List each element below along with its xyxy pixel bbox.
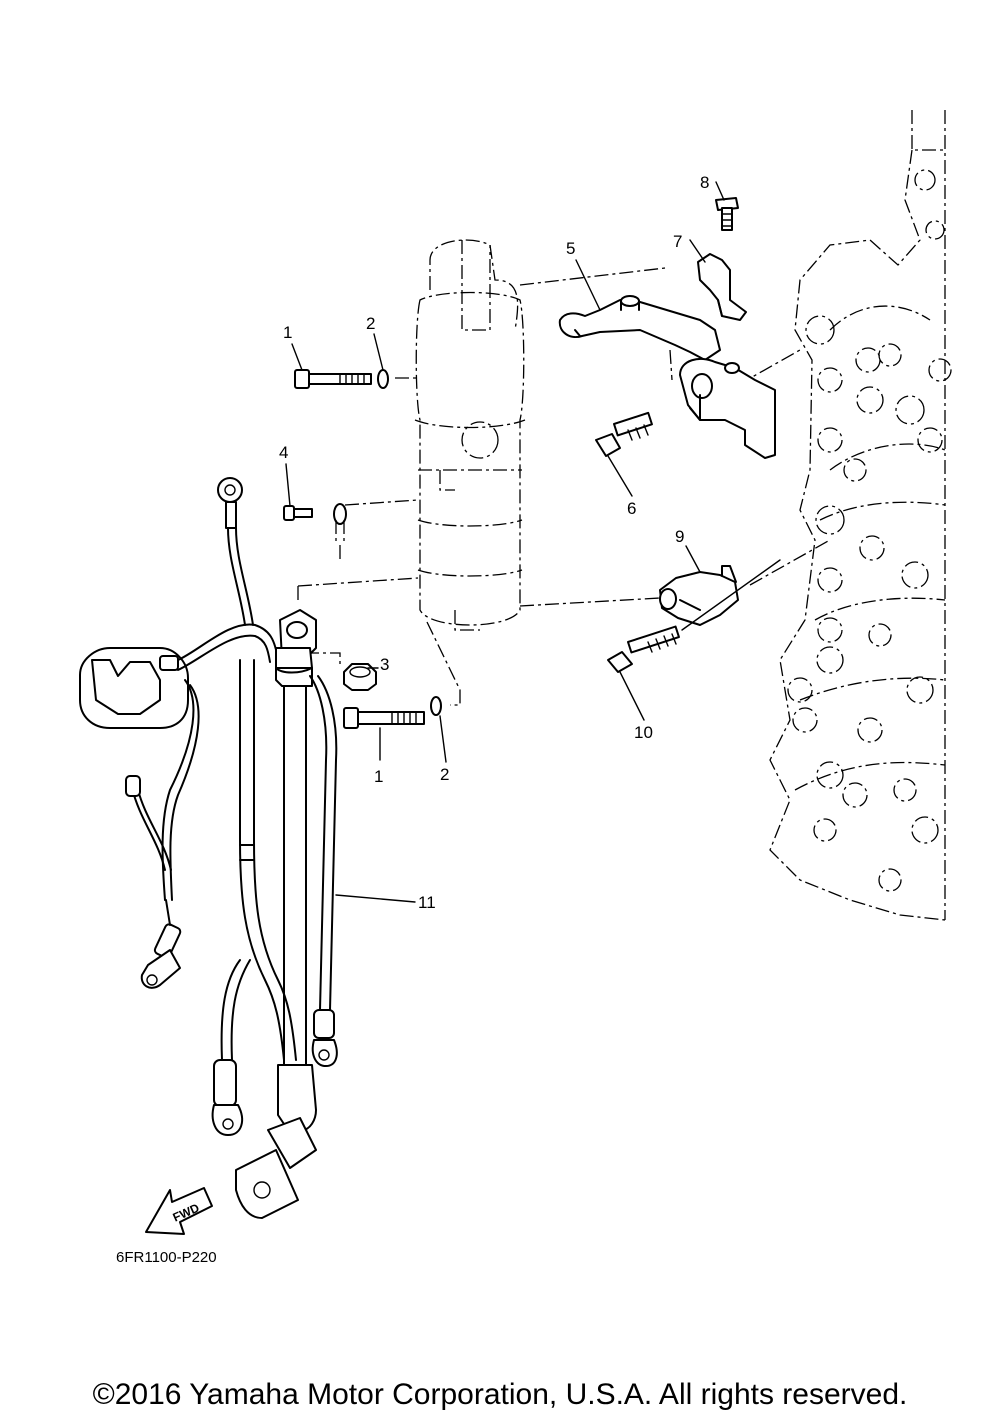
callout-9: 9 [675, 527, 684, 546]
washer-upper [377, 369, 389, 389]
clip [697, 253, 747, 321]
bracket [558, 295, 721, 381]
copyright-notice: ©2016 Yamaha Motor Corporation, U.S.A. A… [92, 1378, 908, 1411]
bolt-upper [294, 369, 372, 389]
callout-1-lower: 1 [374, 767, 383, 786]
nut [343, 663, 377, 691]
callout-leaders [285, 181, 725, 903]
callout-2-lower: 2 [440, 765, 449, 784]
holder [679, 357, 776, 459]
callout-3: 3 [380, 655, 389, 674]
callout-labels: 1 2 3 4 5 6 7 8 9 10 1 2 11 [279, 173, 709, 912]
callout-1-upper: 1 [283, 323, 292, 342]
callout-11: 11 [418, 893, 436, 912]
callout-8: 8 [700, 173, 709, 192]
drawing-code: 6FR1100-P220 [116, 1249, 217, 1266]
engine-block-outline [769, 110, 952, 921]
callout-6: 6 [627, 499, 636, 518]
callout-10: 10 [634, 723, 653, 742]
bolt-lower [343, 707, 425, 729]
callout-2-upper: 2 [366, 314, 375, 333]
washer-lower [430, 696, 442, 716]
callout-7: 7 [673, 232, 682, 251]
callout-4: 4 [279, 443, 288, 462]
starter-motor [414, 239, 526, 631]
screw-terminal [283, 503, 347, 560]
bolt-10 [607, 559, 781, 673]
fwd-arrow-icon: FWD [145, 1187, 213, 1235]
alignment-lines [297, 267, 831, 706]
callout-5: 5 [566, 239, 575, 258]
screw-top [715, 197, 739, 231]
bolt-6 [595, 411, 653, 457]
wire-harness [79, 477, 338, 1219]
clamp [659, 565, 739, 626]
